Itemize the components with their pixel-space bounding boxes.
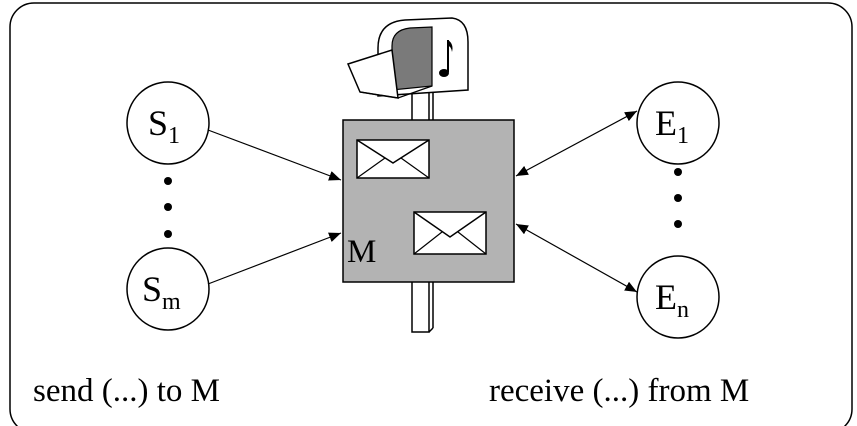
svg-text:En: En (655, 277, 689, 323)
send-caption: send (...) to M (33, 373, 220, 409)
receiver-ellipsis (674, 168, 682, 228)
node-subscript: m (162, 289, 181, 315)
sender-node-s1: S1 (126, 81, 210, 165)
envelope-icon (356, 139, 430, 179)
sender-node-sm: Sm (126, 247, 210, 331)
receiver-node-en: En (636, 255, 720, 339)
svg-text:E1: E1 (655, 103, 689, 149)
node-subscript: n (677, 297, 689, 323)
node-subscript: 1 (168, 123, 180, 149)
mailbox-flag-icon (439, 40, 453, 77)
receiver-node-e1: E1 (636, 81, 720, 165)
arrow-mailbox-e1 (515, 110, 638, 177)
envelope-icon (413, 211, 487, 255)
node-main-label: E (655, 103, 677, 143)
mailbox-label: M (347, 234, 376, 270)
arrow-mailbox-en (515, 223, 638, 293)
node-subscript: 1 (677, 123, 689, 149)
sender-ellipsis (164, 177, 172, 238)
receive-caption: receive (...) from M (489, 373, 749, 409)
node-main-label: S (148, 103, 168, 143)
svg-text:S1: S1 (148, 103, 180, 149)
svg-text:Sm: Sm (142, 269, 181, 315)
arrow-sm-to-mailbox (207, 232, 342, 285)
node-main-label: S (142, 269, 162, 309)
node-main-label: E (655, 277, 677, 317)
arrow-s1-to-mailbox (207, 129, 342, 181)
